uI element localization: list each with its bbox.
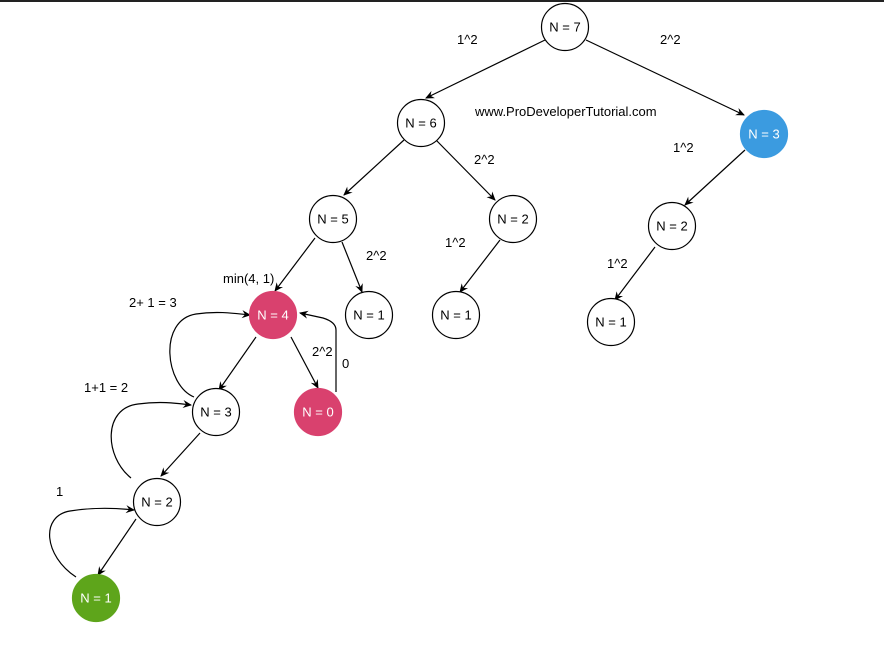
svg-text:N = 6: N = 6	[405, 116, 436, 131]
node-n3-right: N = 3	[739, 109, 789, 159]
label-2plus1: 2+ 1 = 3	[129, 295, 177, 310]
return-1-2	[49, 505, 135, 578]
edge-2-1-left	[97, 518, 137, 576]
svg-text:N = 2: N = 2	[141, 495, 172, 510]
label-1plus1: 1+1 = 2	[84, 380, 128, 395]
node-n2-mid: N = 2	[488, 194, 538, 244]
label-3-2: 1^2	[673, 140, 694, 155]
svg-text:N = 3: N = 3	[748, 127, 779, 142]
watermark-text: www.ProDeveloperTutorial.com	[474, 104, 657, 119]
edge-3-2-left	[160, 432, 201, 477]
label-4-0: 2^2	[312, 344, 333, 359]
node-n0: N = 0	[293, 387, 343, 437]
node-n7: N = 7	[540, 2, 590, 52]
edge-2-1-mid	[459, 239, 501, 293]
node-n1-a: N = 1	[344, 290, 394, 340]
node-n5: N = 5	[308, 194, 358, 244]
edge-3-2	[684, 149, 746, 206]
edge-2-1-right	[614, 246, 656, 301]
svg-text:N = 2: N = 2	[656, 219, 687, 234]
svg-text:N = 1: N = 1	[80, 591, 111, 606]
node-n1-b: N = 1	[431, 290, 481, 340]
svg-text:N = 1: N = 1	[595, 315, 626, 330]
svg-text:N = 1: N = 1	[353, 308, 384, 323]
label-5-1: 2^2	[366, 248, 387, 263]
node-n2-right: N = 2	[647, 201, 697, 251]
svg-text:N = 4: N = 4	[257, 308, 288, 323]
return-2-3	[110, 400, 192, 479]
edge-6-5	[343, 139, 405, 196]
node-n6: N = 6	[396, 98, 446, 148]
svg-text:N = 5: N = 5	[317, 212, 348, 227]
svg-text:N = 1: N = 1	[440, 308, 471, 323]
label-0-back: 0	[342, 356, 349, 371]
label-2-1-right: 1^2	[607, 256, 628, 271]
label-min: min(4, 1)	[223, 271, 274, 286]
label-7-3: 2^2	[660, 32, 681, 47]
label-7-6: 1^2	[457, 32, 478, 47]
edge-4-0	[290, 336, 319, 389]
edge-7-3	[585, 39, 745, 116]
edge-7-6	[425, 39, 546, 99]
node-n1-green: N = 1	[71, 573, 121, 623]
edge-5-4	[274, 237, 316, 292]
svg-text:N = 2: N = 2	[497, 212, 528, 227]
top-border	[0, 0, 884, 2]
return-0-4	[299, 310, 337, 392]
label-2-1-mid: 1^2	[445, 235, 466, 250]
edge-4-3	[218, 336, 257, 391]
return-3-4	[169, 310, 251, 398]
svg-text:N = 0: N = 0	[302, 405, 333, 420]
edge-5-1	[341, 241, 363, 293]
label-6-2: 2^2	[474, 152, 495, 167]
node-n1-c: N = 1	[586, 297, 636, 347]
edges	[49, 39, 746, 578]
node-n2-left: N = 2	[132, 477, 182, 527]
node-n4: N = 4	[248, 290, 298, 340]
node-n3-left: N = 3	[191, 387, 241, 437]
svg-text:N = 7: N = 7	[549, 20, 580, 35]
label-1: 1	[56, 484, 63, 499]
edge-6-2	[435, 139, 496, 201]
svg-text:N = 3: N = 3	[200, 405, 231, 420]
